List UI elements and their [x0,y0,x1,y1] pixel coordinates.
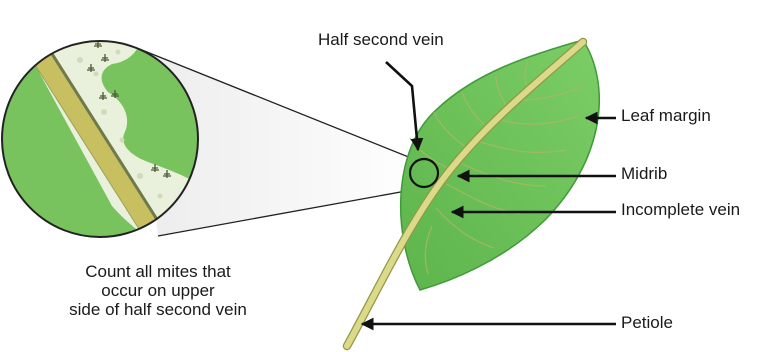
leaf-blade [401,40,600,290]
label-leaf-margin: Leaf margin [621,106,711,126]
caption-line-2: occur on upper [8,281,308,300]
label-half-second-vein: Half second vein [318,30,444,50]
caption-line-1: Count all mites that [8,262,308,281]
caption-line-3: side of half second vein [8,300,308,319]
label-incomplete-vein: Incomplete vein [621,200,740,220]
half-second-vein-arrow [386,62,418,150]
instruction-caption: Count all mites that occur on upper side… [8,262,308,319]
label-petiole: Petiole [621,313,673,333]
label-midrib: Midrib [621,164,667,184]
